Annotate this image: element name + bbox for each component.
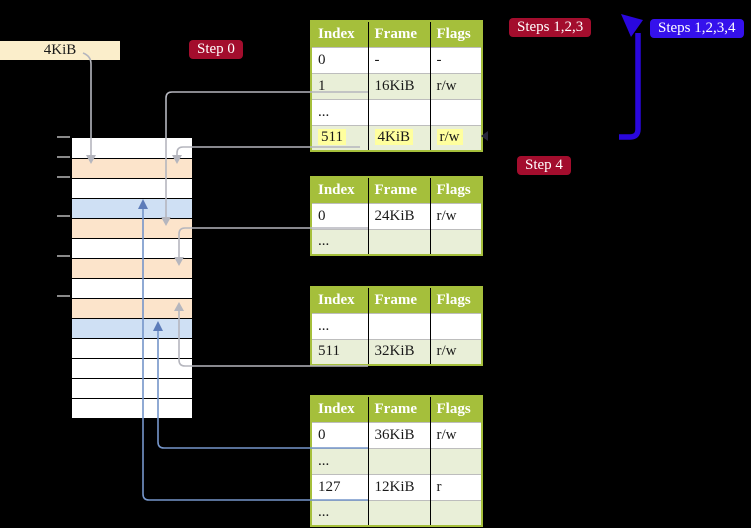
highlight: 511 [318,129,346,146]
frame-cell [367,499,430,526]
frame-header: Frame [367,21,430,47]
badge-step-4: Step 4 [517,156,571,175]
table-row: 0 36KiB r/w [311,421,482,448]
frame-cell: 32KiB [367,338,430,365]
memory-row [72,138,192,158]
index-cell: 0 [311,421,368,448]
index-cell: 511 [311,338,368,365]
table-row: ... [311,499,482,526]
flags-cell [429,499,482,526]
frame-cell [367,447,430,474]
index-cell: 127 [311,473,368,500]
frame-cell [367,98,430,125]
table-row: 0 - - [311,46,482,73]
flags-cell: r/w [429,124,482,151]
index-cell: 0 [311,46,368,73]
memory-row [72,358,192,378]
table-row-highlighted: 511 4KiB r/w [311,124,482,151]
badge-step-0: Step 0 [189,40,243,59]
memory-row [72,378,192,398]
frame-cell: 36KiB [367,421,430,448]
highlight: 4KiB [374,129,414,146]
flags-cell [429,312,482,339]
memory-row [72,218,192,238]
page-table-3: Index Frame Flags ... 511 32KiB r/w [310,286,483,366]
badge-steps-1-2-3-4: Steps 1,2,3,4 [650,19,744,38]
physical-memory-column [70,136,194,420]
flags-cell [429,447,482,474]
memory-row [72,398,192,418]
index-header: Index [311,21,368,47]
frame-cell [367,312,430,339]
badge-steps-1-2-3: Steps 1,2,3 [509,18,592,37]
table-row: 0 24KiB r/w [311,202,482,229]
flags-cell: r [429,473,482,500]
memory-row [72,238,192,258]
index-cell: 511 [311,124,368,151]
page-table-4: Index Frame Flags 0 36KiB r/w ... 127 12… [310,395,483,527]
frame-cell: - [367,46,430,73]
index-header: Index [311,177,368,203]
frame-header: Frame [367,396,430,422]
frame-cell: 16KiB [367,72,430,99]
flags-cell: r/w [429,338,482,365]
memory-row [72,278,192,298]
memory-row [72,158,192,178]
flags-header: Flags [429,21,482,47]
table-row: ... [311,98,482,125]
index-cell: ... [311,228,368,255]
table-row: ... [311,312,482,339]
flags-header: Flags [429,287,482,313]
frame-cell [367,228,430,255]
memory-row [72,198,192,218]
frame-cell: 24KiB [367,202,430,229]
index-cell: ... [311,98,368,125]
steps-flow-arrow [619,33,641,140]
table-row: ... [311,228,482,255]
frame-cell: 12KiB [367,473,430,500]
frame-cell: 4KiB [367,124,430,151]
flags-cell [429,228,482,255]
table-row: 127 12KiB r [311,473,482,500]
table-row: 1 16KiB r/w [311,72,482,99]
flags-cell: - [429,46,482,73]
table-row: ... [311,447,482,474]
frame-header: Frame [367,177,430,203]
index-header: Index [311,396,368,422]
index-cell: ... [311,312,368,339]
arrowhead-upleft-icon [621,14,643,37]
memory-row [72,298,192,318]
index-cell: 1 [311,72,368,99]
frame-header: Frame [367,287,430,313]
memory-row [72,178,192,198]
flags-header: Flags [429,177,482,203]
flags-header: Flags [429,396,482,422]
table-row: 511 32KiB r/w [311,338,482,365]
memory-row [72,258,192,278]
page-size-label: 4KiB [0,41,120,60]
index-header: Index [311,287,368,313]
page-table-2: Index Frame Flags 0 24KiB r/w ... [310,176,483,256]
flags-cell: r/w [429,202,482,229]
index-cell: 0 [311,202,368,229]
memory-row [72,318,192,338]
flags-cell: r/w [429,72,482,99]
highlight: r/w [436,129,463,146]
memory-row [72,338,192,358]
index-cell: ... [311,499,368,526]
page-table-1: Index Frame Flags 0 - - 1 16KiB r/w ... … [310,20,483,152]
flags-cell [429,98,482,125]
index-cell: ... [311,447,368,474]
flags-cell: r/w [429,421,482,448]
